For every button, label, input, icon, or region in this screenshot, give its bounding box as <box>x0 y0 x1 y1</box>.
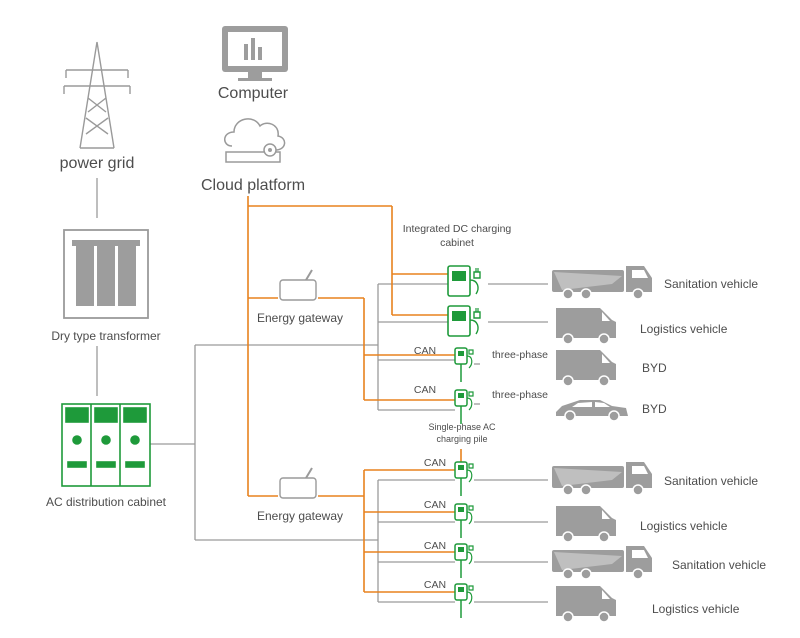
gateway-top-icon <box>279 269 317 301</box>
three-phase-label-1: three-phase <box>492 349 548 361</box>
can-label-3: CAN <box>424 457 446 469</box>
ac-pile-2-icon <box>454 389 474 425</box>
byd-car-icon <box>555 399 629 422</box>
sanitation-truck-2-icon <box>551 461 653 496</box>
can-label-6: CAN <box>424 579 446 591</box>
ac-pile-3-icon <box>454 461 474 497</box>
ac-cabinet-icon <box>61 403 151 487</box>
sanitation-truck-1-icon <box>551 265 653 300</box>
ac-pile-4-icon <box>454 503 474 539</box>
gateway-top-label: Energy gateway <box>257 311 343 325</box>
ac-pile-1-icon <box>454 347 474 383</box>
vehicle-2-label: Logistics vehicle <box>640 322 728 336</box>
transformer-label: Dry type transformer <box>51 329 160 343</box>
logistics-van-1-icon <box>555 307 617 345</box>
vehicle-3-label: BYD <box>642 361 667 375</box>
cloud-server-icon <box>224 118 286 163</box>
ac-cabinet-label: AC distribution cabinet <box>46 495 167 509</box>
dc-cabinet-label-line2: cabinet <box>440 237 474 249</box>
ac-pile-5-icon <box>454 543 474 579</box>
byd-van-icon <box>555 349 617 387</box>
vehicle-6-label: Logistics vehicle <box>640 519 728 533</box>
ac-pile-label-line2: charging pile <box>436 434 487 444</box>
dc-charger-1-icon <box>447 265 481 297</box>
vehicle-5-label: Sanitation vehicle <box>664 474 758 488</box>
ac-pile-6-icon <box>454 583 474 619</box>
dc-charger-2-icon <box>447 305 481 337</box>
logistics-van-2-icon <box>555 505 617 543</box>
communication-wiring <box>247 196 462 593</box>
sanitation-truck-3-icon <box>551 545 653 580</box>
can-label-4: CAN <box>424 499 446 511</box>
dc-cabinet-label-line1: Integrated DC charging <box>403 223 512 235</box>
gateway-bottom-label: Energy gateway <box>257 509 343 523</box>
can-label-2: CAN <box>414 384 436 396</box>
transformer-icon <box>63 229 149 319</box>
vehicle-7-label: Sanitation vehicle <box>672 558 766 572</box>
can-label-1: CAN <box>414 345 436 357</box>
three-phase-label-2: three-phase <box>492 389 548 401</box>
cloud-platform-label: Cloud platform <box>201 177 305 194</box>
computer-label: Computer <box>218 85 289 102</box>
can-label-5: CAN <box>424 540 446 552</box>
power-grid-label: power grid <box>60 155 135 172</box>
vehicle-4-label: BYD <box>642 402 667 416</box>
logistics-van-3-icon <box>555 585 617 623</box>
computer-icon <box>222 26 288 81</box>
power-wiring <box>96 178 548 603</box>
vehicle-1-label: Sanitation vehicle <box>664 277 758 291</box>
power-tower-icon <box>63 41 131 149</box>
gateway-bottom-icon <box>279 467 317 499</box>
vehicle-8-label: Logistics vehicle <box>652 602 740 616</box>
ac-pile-label-line1: Single-phase AC <box>428 422 496 432</box>
